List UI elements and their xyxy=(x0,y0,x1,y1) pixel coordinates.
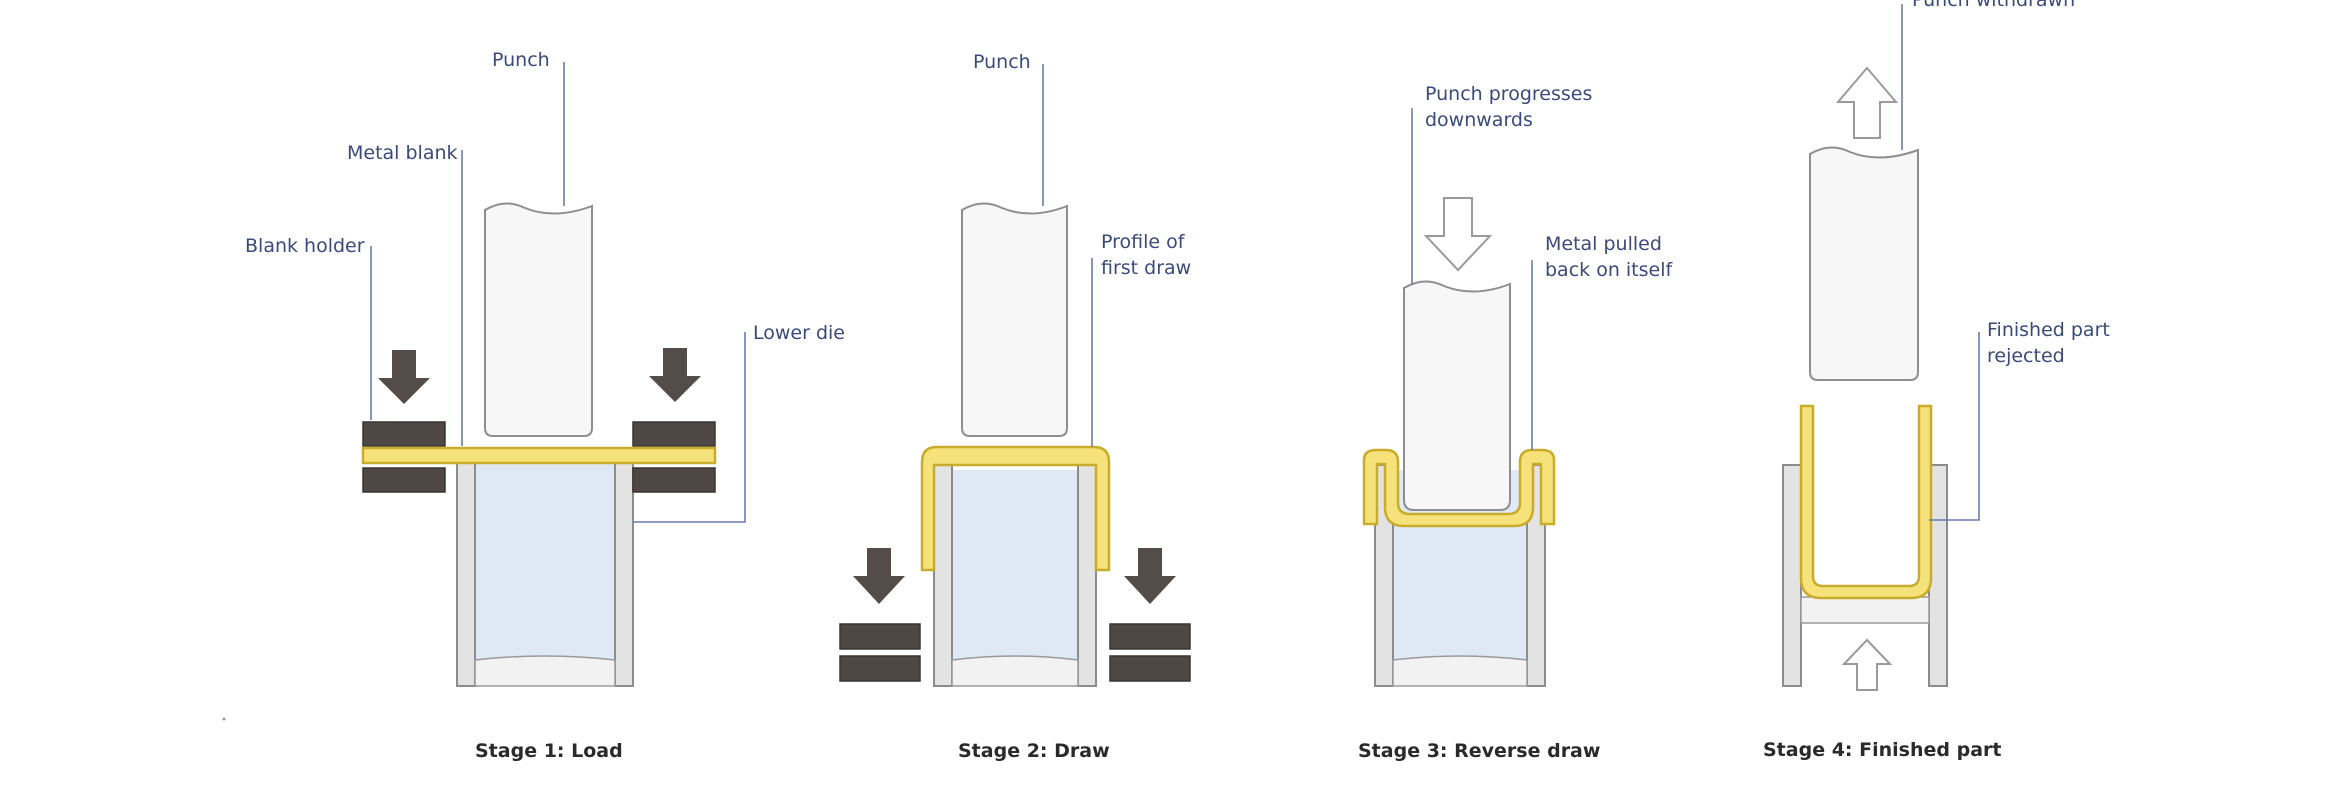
s1-blank-holder-right-top xyxy=(632,421,716,447)
s2-punch xyxy=(961,202,1068,437)
s2-blank-holder-right-bottom xyxy=(1109,655,1191,682)
stage-2-draw: Punch Profile of first draw Stage 2: Dra… xyxy=(839,51,1191,762)
s3-reverse-drawn-metal xyxy=(1362,448,1556,528)
s3-punch-progress-label-line1: Punch progresses xyxy=(1425,83,1592,105)
stage-3-caption: Stage 3: Reverse draw xyxy=(1358,740,1600,762)
s1-metal-blank-label: Metal blank xyxy=(347,142,458,164)
s4-die-left-wall xyxy=(1782,464,1802,687)
s1-metal-blank xyxy=(361,446,717,465)
s3-metal-pulled-label-line2: back on itself xyxy=(1545,259,1673,281)
s4-finished-part-label-line1: Finished part xyxy=(1987,319,2110,341)
stage-3-reverse-draw: Punch progresses downwards Metal pulled … xyxy=(1358,83,1673,762)
s1-down-arrow-right xyxy=(649,348,701,402)
s4-punch-up-arrow xyxy=(1835,66,1899,139)
s1-die-right-wall xyxy=(614,459,634,687)
s2-down-arrow-right xyxy=(1124,548,1176,604)
stage-4-caption: Stage 4: Finished part xyxy=(1763,739,2001,761)
s1-punch xyxy=(484,202,593,437)
s2-down-arrow-left xyxy=(853,548,905,604)
s1-down-arrow-left xyxy=(378,350,430,404)
s2-die-floor xyxy=(951,655,1079,687)
s1-punch-label: Punch xyxy=(492,49,550,71)
s2-die-right-wall xyxy=(1077,464,1097,687)
s1-blank-holder-left-bottom xyxy=(362,467,446,493)
s2-drawn-metal-profile xyxy=(920,445,1111,572)
s4-finished-part-label-line2: rejected xyxy=(1987,345,2065,367)
stray-dot xyxy=(222,717,226,721)
s1-blank-holder-right-bottom xyxy=(632,467,716,493)
s2-punch-label: Punch xyxy=(973,51,1031,73)
s2-blank-holder-left-top xyxy=(839,623,921,650)
s1-die-cavity xyxy=(475,460,615,660)
stage-1-load: Punch Metal blank Blank holder Lower die… xyxy=(245,49,845,762)
s2-profile-label-line2: first draw xyxy=(1101,257,1191,279)
s3-punch-down-arrow xyxy=(1423,197,1493,272)
s3-punch-progress-label-line2: downwards xyxy=(1425,109,1533,131)
s4-punch-withdrawn-label: Punch withdrawn xyxy=(1912,0,2075,11)
s2-blank-holder-right-top xyxy=(1109,623,1191,650)
s2-die-left-wall xyxy=(933,464,953,687)
s4-finished-cup xyxy=(1799,404,1933,600)
s2-die-cavity xyxy=(952,470,1078,660)
s4-finished-part-leader xyxy=(1929,332,1980,521)
stage-2-caption: Stage 2: Draw xyxy=(958,740,1110,762)
s3-metal-pulled-label-line1: Metal pulled xyxy=(1545,233,1662,255)
s1-die-left-wall xyxy=(456,459,476,687)
s2-profile-label-line1: Profile of xyxy=(1101,231,1186,253)
s3-die-floor xyxy=(1392,655,1528,687)
s1-die-floor xyxy=(474,655,616,687)
s4-eject-up-arrow xyxy=(1841,638,1893,691)
s2-blank-holder-left-bottom xyxy=(839,655,921,682)
stage-1-caption: Stage 1: Load xyxy=(475,740,623,762)
stage-4-finished-part: Punch withdrawn Finished part rejected S… xyxy=(1763,0,2110,761)
s1-blank-holder-left-top xyxy=(362,421,446,447)
s4-ejector-plate xyxy=(1800,596,1930,624)
s3-punch xyxy=(1403,280,1511,511)
s1-lower-die-label: Lower die xyxy=(753,322,845,344)
s1-blank-holder-label: Blank holder xyxy=(245,235,365,257)
s1-lower-die-leader xyxy=(633,332,746,523)
s4-punch xyxy=(1809,146,1919,381)
